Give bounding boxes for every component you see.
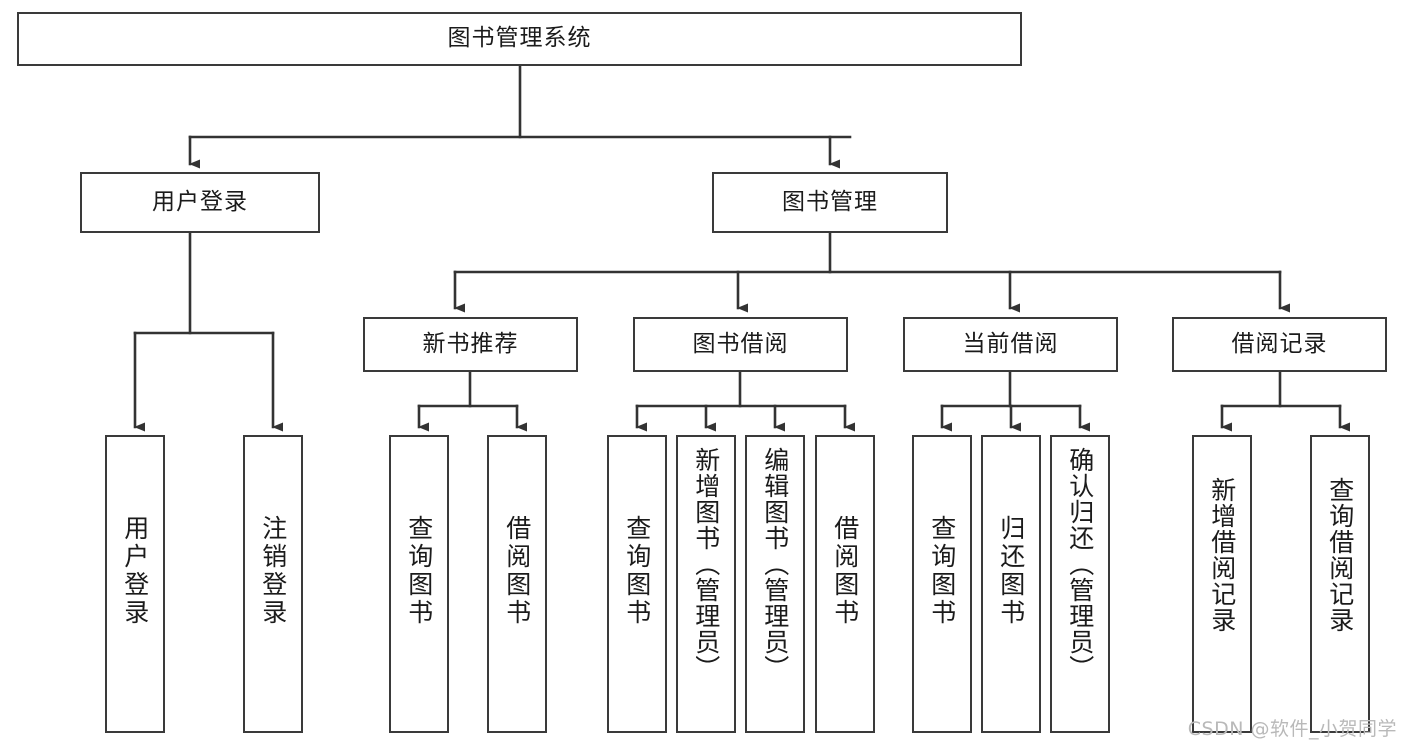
node-book-borrow-label: 图书借阅 (692, 330, 789, 357)
node-leaf-confirm-return-label: 确认归还（管理员） (1065, 447, 1095, 681)
node-leaf-borrow-book-a-label: 借阅图书 (502, 515, 532, 627)
node-book-manage[interactable]: 图书管理 (712, 172, 948, 233)
node-root[interactable]: 图书管理系统 (17, 12, 1022, 66)
node-root-label: 图书管理系统 (447, 25, 592, 52)
node-leaf-edit-book-label: 编辑图书（管理员） (760, 447, 790, 681)
node-leaf-edit-book[interactable]: 编辑图书（管理员） (745, 435, 805, 733)
node-leaf-add-book-label: 新增图书（管理员） (691, 447, 721, 681)
node-leaf-query-book-b[interactable]: 查询图书 (607, 435, 667, 733)
node-user-login-label: 用户登录 (152, 188, 248, 215)
node-leaf-user-login-label: 用户登录 (120, 515, 150, 627)
node-leaf-logout-label: 注销登录 (258, 515, 288, 627)
node-leaf-query-record[interactable]: 查询借阅记录 (1310, 435, 1370, 733)
node-book-manage-label: 图书管理 (782, 188, 878, 215)
node-leaf-query-book-c[interactable]: 查询图书 (912, 435, 972, 733)
node-user-login[interactable]: 用户登录 (80, 172, 320, 233)
node-leaf-borrow-book-b[interactable]: 借阅图书 (815, 435, 875, 733)
node-leaf-logout[interactable]: 注销登录 (243, 435, 303, 733)
node-current-borrow-label: 当前借阅 (962, 330, 1059, 357)
csdn-watermark: CSDN @软件_小贺同学 (1187, 718, 1397, 740)
node-leaf-confirm-return[interactable]: 确认归还（管理员） (1050, 435, 1110, 733)
node-borrow-record-label: 借阅记录 (1231, 330, 1328, 357)
node-borrow-record[interactable]: 借阅记录 (1172, 317, 1387, 372)
node-book-borrow[interactable]: 图书借阅 (633, 317, 848, 372)
node-leaf-add-record-label: 新增借阅记录 (1207, 477, 1237, 633)
node-leaf-query-book-b-label: 查询图书 (622, 515, 652, 627)
node-current-borrow[interactable]: 当前借阅 (903, 317, 1118, 372)
node-leaf-return-book[interactable]: 归还图书 (981, 435, 1041, 733)
node-leaf-query-book-a-label: 查询图书 (404, 515, 434, 627)
node-leaf-user-login[interactable]: 用户登录 (105, 435, 165, 733)
node-leaf-query-book-c-label: 查询图书 (927, 515, 957, 627)
node-leaf-borrow-book-a[interactable]: 借阅图书 (487, 435, 547, 733)
node-leaf-return-book-label: 归还图书 (996, 515, 1026, 627)
node-leaf-add-record[interactable]: 新增借阅记录 (1192, 435, 1252, 733)
node-leaf-borrow-book-b-label: 借阅图书 (830, 515, 860, 627)
node-new-book-rec[interactable]: 新书推荐 (363, 317, 578, 372)
node-leaf-query-record-label: 查询借阅记录 (1325, 477, 1355, 633)
node-new-book-rec-label: 新书推荐 (422, 330, 519, 357)
node-leaf-add-book[interactable]: 新增图书（管理员） (676, 435, 736, 733)
node-leaf-query-book-a[interactable]: 查询图书 (389, 435, 449, 733)
